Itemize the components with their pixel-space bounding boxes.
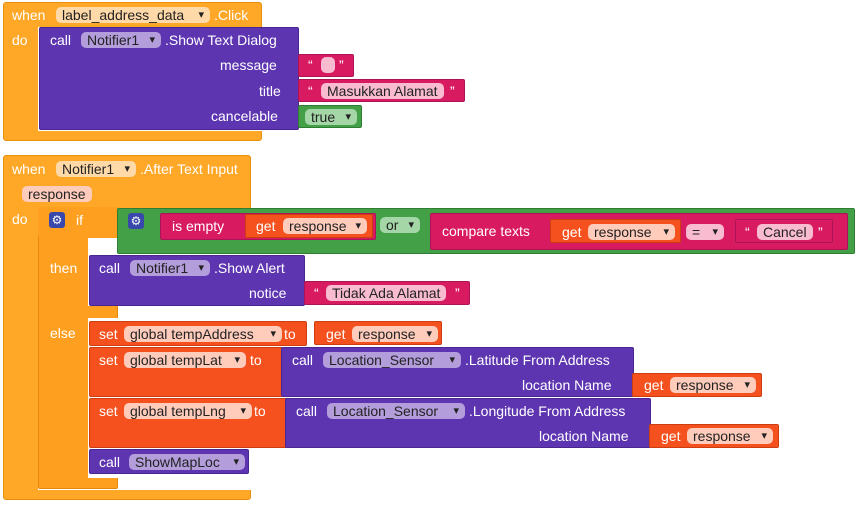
do-label: do [12,211,28,227]
component-dropdown-notifier1[interactable]: Notifier1 [81,32,161,48]
when-label: when [12,7,46,23]
variable-dropdown-response[interactable]: response [588,224,675,240]
gear-icon[interactable]: ⚙ [128,213,144,229]
text-value-title[interactable]: Masukkan Alamat [321,83,444,99]
text-value-cancel[interactable]: Cancel [757,224,813,240]
compare-texts-label: compare texts [442,223,530,239]
then-label: then [50,260,78,276]
quote-open: “ [308,83,313,99]
procedure-dropdown-showmaploc[interactable]: ShowMapLoc [129,454,245,470]
quote-open: “ [745,224,750,240]
quote-close: ” [818,224,823,240]
event-param-response[interactable]: response [22,186,92,202]
set-label: set [99,326,118,342]
method-longitude-from-address: .Longitude From Address [469,403,626,419]
quote-open: “ [314,285,319,301]
call-label: call [292,352,314,368]
component-dropdown-notifier1[interactable]: Notifier1 [130,260,210,276]
get-label: get [326,326,346,342]
quote-close: ” [339,57,344,73]
component-dropdown-location-sensor[interactable]: Location_Sensor [327,403,465,419]
get-label: get [562,224,582,240]
param-title-label: title [259,83,281,99]
boolean-dropdown-true[interactable]: true [305,109,357,125]
get-label: get [644,377,664,393]
variable-dropdown-global-templng[interactable]: global tempLng [124,403,252,419]
quote-open: “ [308,57,313,73]
to-label: to [284,326,296,342]
to-label: to [254,403,266,419]
component-dropdown-notifier1[interactable]: Notifier1 [56,161,136,177]
get-label: get [661,428,681,444]
set-label: set [99,403,118,419]
is-empty-label: is empty [172,218,225,234]
quote-close: ” [455,285,460,301]
call-show-text-dialog-block[interactable] [39,27,299,130]
variable-dropdown-global-tempaddress[interactable]: global tempAddress [124,326,282,342]
text-value-notice[interactable]: Tidak Ada Alamat [326,285,447,301]
method-show-alert: .Show Alert [214,260,285,276]
call-label: call [99,260,121,276]
text-value-message[interactable] [321,57,335,73]
variable-dropdown-response[interactable]: response [687,428,773,444]
compare-operator-dropdown[interactable]: = [686,224,724,240]
variable-dropdown-response[interactable]: response [670,377,756,393]
else-label: else [50,325,76,341]
if-label: if [76,212,83,228]
param-location-name-label: location Name [522,377,612,393]
quote-close: ” [450,83,455,99]
get-label: get [256,218,276,234]
component-dropdown-label-address-data[interactable]: label_address_data [56,7,210,23]
param-location-name-label: location Name [539,428,629,444]
variable-dropdown-response[interactable]: response [283,218,367,234]
gear-icon[interactable]: ⚙ [49,212,65,228]
call-label: call [99,454,121,470]
call-label: call [296,403,318,419]
operator-dropdown-or[interactable]: or [380,217,420,233]
when-label: when [12,161,46,177]
method-show-text-dialog: .Show Text Dialog [165,32,277,48]
to-label: to [250,352,262,368]
call-label: call [50,32,72,48]
method-latitude-from-address: .Latitude From Address [465,352,610,368]
param-cancelable-label: cancelable [211,108,278,124]
variable-dropdown-global-templat[interactable]: global tempLat [124,352,246,368]
event-name-click: .Click [214,7,249,23]
param-notice-label: notice [249,285,287,301]
do-label: do [12,32,28,48]
variable-dropdown-response[interactable]: response [352,326,438,342]
set-label: set [99,352,118,368]
component-dropdown-location-sensor[interactable]: Location_Sensor [323,352,461,368]
param-message-label: message [220,57,277,73]
event-name-after-text-input: .After Text Input [140,161,238,177]
